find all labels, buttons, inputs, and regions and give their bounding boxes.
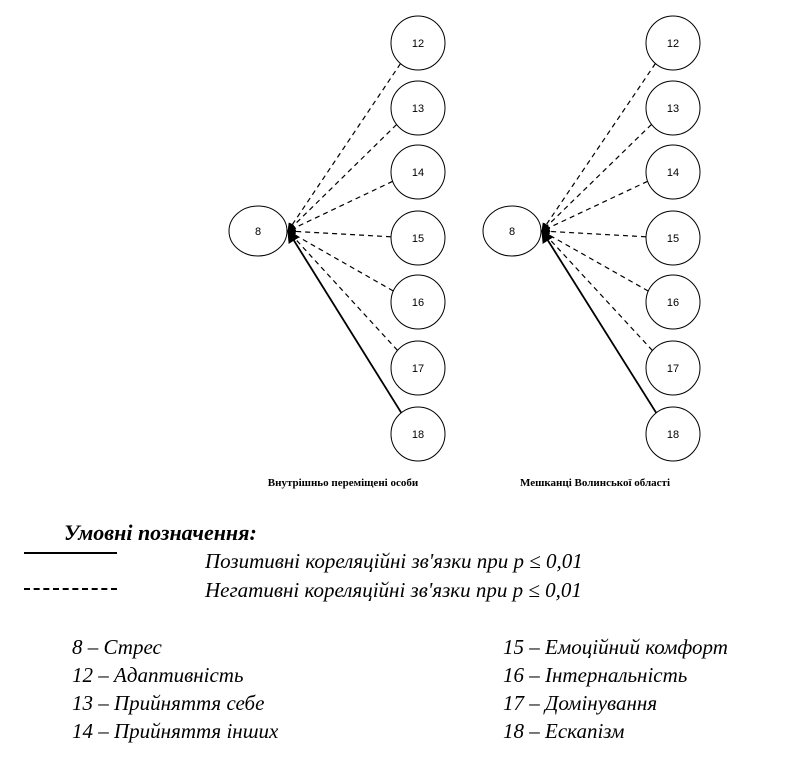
negative-edge-8-14 bbox=[287, 180, 393, 232]
node-label-8: 8 bbox=[255, 226, 261, 238]
negative-edge-8-17 bbox=[541, 230, 653, 351]
key-item: 12 – Адаптивність bbox=[72, 663, 244, 687]
node-label-16: 16 bbox=[667, 297, 679, 309]
node-label-12: 12 bbox=[412, 38, 424, 50]
node-label-17: 17 bbox=[667, 363, 679, 375]
node-12 bbox=[390, 15, 446, 71]
positive-edge-8-18 bbox=[287, 229, 403, 414]
key-column-right: 15 – Емоційний комфорт 16 – Інтернальніс… bbox=[503, 633, 728, 745]
node-label-8: 8 bbox=[509, 226, 515, 238]
node-label-13: 13 bbox=[667, 103, 679, 115]
negative-edge-8-14 bbox=[541, 180, 648, 232]
legend-negative-line-swatch bbox=[24, 588, 117, 590]
graph-caption: Внутрішньо переміщені особи bbox=[268, 477, 419, 489]
legend-positive-label: Позитивні кореляційні зв'язки при p ≤ 0,… bbox=[205, 549, 583, 573]
node-label-14: 14 bbox=[667, 167, 679, 179]
key-item: 16 – Інтернальність bbox=[503, 663, 688, 687]
key-item: 13 – Прийняття себе bbox=[72, 691, 265, 715]
key-column-left: 8 – Стрес 12 – Адаптивність 13 – Прийнят… bbox=[72, 633, 278, 745]
graph-caption: Мешканці Волинської області bbox=[520, 477, 670, 489]
node-13 bbox=[390, 80, 446, 136]
negative-edge-8-12 bbox=[287, 63, 401, 232]
positive-edge-8-18 bbox=[541, 229, 657, 414]
node-18 bbox=[390, 406, 446, 462]
key-item: 18 – Ескапізм bbox=[503, 719, 625, 743]
node-8 bbox=[228, 205, 288, 257]
legend-title: Умовні позначення: bbox=[64, 520, 257, 545]
negative-edge-8-16 bbox=[287, 230, 394, 292]
node-label-15: 15 bbox=[667, 233, 679, 245]
node-14 bbox=[645, 144, 701, 200]
node-13 bbox=[645, 80, 701, 136]
legend-positive-line-swatch bbox=[24, 552, 117, 554]
key-item: 15 – Емоційний комфорт bbox=[503, 635, 728, 659]
node-16 bbox=[645, 274, 701, 330]
node-label-18: 18 bbox=[412, 429, 424, 441]
node-8 bbox=[482, 205, 542, 257]
node-14 bbox=[390, 144, 446, 200]
key-item: 17 – Домінування bbox=[503, 691, 658, 715]
negative-edge-8-15 bbox=[287, 227, 392, 238]
negative-edge-8-16 bbox=[541, 230, 649, 292]
node-17 bbox=[390, 340, 446, 396]
node-15 bbox=[390, 210, 446, 266]
node-label-15: 15 bbox=[412, 233, 424, 245]
node-15 bbox=[645, 210, 701, 266]
negative-edge-8-15 bbox=[541, 227, 647, 238]
node-label-12: 12 bbox=[667, 38, 679, 50]
key-item: 14 – Прийняття інших bbox=[72, 719, 279, 743]
node-label-13: 13 bbox=[412, 103, 424, 115]
node-label-16: 16 bbox=[412, 297, 424, 309]
node-label-17: 17 bbox=[412, 363, 424, 375]
negative-edge-8-12 bbox=[541, 63, 656, 232]
node-17 bbox=[645, 340, 701, 396]
node-label-14: 14 bbox=[412, 167, 424, 179]
node-18 bbox=[645, 406, 701, 462]
negative-edge-8-13 bbox=[541, 123, 652, 232]
negative-edge-8-17 bbox=[287, 230, 398, 351]
negative-edge-8-13 bbox=[287, 124, 398, 232]
node-16 bbox=[390, 274, 446, 330]
legend-negative-label: Негативні кореляційні зв'язки при p ≤ 0,… bbox=[205, 578, 582, 602]
node-12 bbox=[645, 15, 701, 71]
node-label-18: 18 bbox=[667, 429, 679, 441]
key-item: 8 – Стрес bbox=[72, 635, 162, 659]
